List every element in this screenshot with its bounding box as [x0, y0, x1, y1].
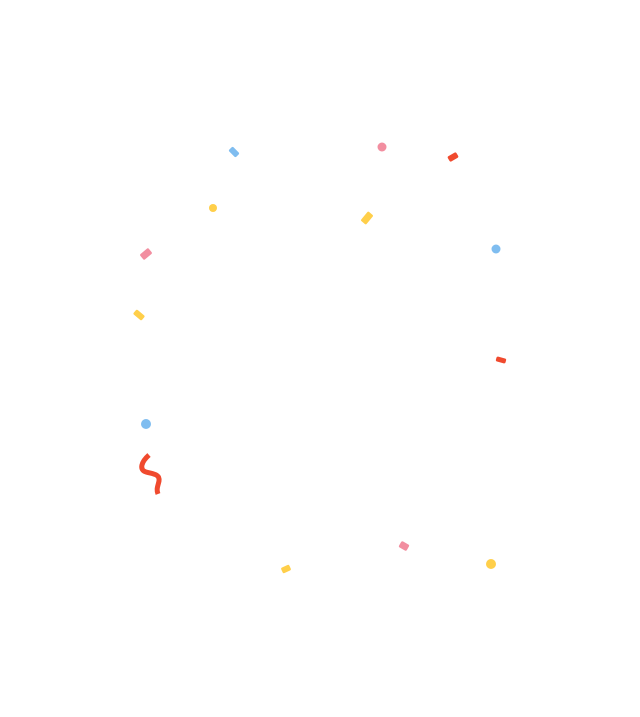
confetti-strip-red	[447, 152, 459, 162]
confetti-strip-pink	[140, 248, 152, 260]
confetti-strip-yellow	[281, 564, 291, 574]
confetti-strip-yellow	[133, 309, 145, 321]
confetti-strip-blue	[228, 146, 240, 158]
confetti-strip-pink	[398, 541, 410, 551]
confetti-dot-blue	[141, 419, 151, 429]
confetti-dot-yellow	[486, 559, 496, 569]
confetti-dot-pink	[377, 142, 387, 152]
confetti-strip-red	[495, 356, 507, 364]
confetti-ribbon-red	[139, 453, 162, 495]
confetti-strip-yellow	[361, 211, 373, 225]
confetti-dot-blue	[491, 244, 501, 254]
confetti-dot-yellow	[209, 204, 217, 212]
